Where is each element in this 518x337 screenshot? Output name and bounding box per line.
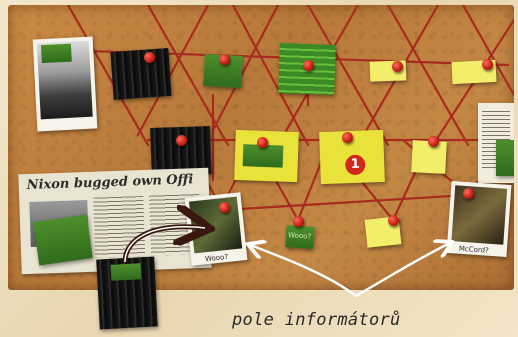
number-badge: 1 <box>344 154 366 176</box>
photo-card-bottom-right[interactable]: McCord? <box>446 180 512 258</box>
photo-label: McCord? <box>458 244 490 255</box>
pushpin <box>342 132 353 143</box>
pushpin <box>428 136 439 147</box>
pushpin <box>303 60 314 71</box>
sepia-photo <box>451 185 508 245</box>
green-sticker <box>110 263 142 281</box>
newspaper-column <box>93 196 146 258</box>
redacted-card-bottom[interactable] <box>96 256 158 330</box>
pushpin <box>257 137 268 148</box>
pushpin <box>392 61 403 72</box>
pushpin <box>388 215 399 226</box>
green-card-bottom[interactable]: Wooo? <box>285 225 315 249</box>
pushpin <box>176 135 187 146</box>
photo-card-bottom-middle[interactable]: Wooo? <box>184 192 248 266</box>
pushpin <box>482 59 493 70</box>
dark-photo <box>188 196 243 254</box>
photo-card-man[interactable] <box>32 36 98 132</box>
green-sticker <box>40 43 72 64</box>
green-card-right[interactable] <box>496 140 514 176</box>
green-note-on-newspaper[interactable] <box>33 214 93 266</box>
pushpin <box>463 188 474 199</box>
photo-label: Wooo? <box>204 252 229 264</box>
card-label: Wooo? <box>287 231 312 241</box>
redacted-card-top-left[interactable] <box>110 48 172 100</box>
cork-board: 1 Nixon bugged own Offi Wooo? Wooo? McCo… <box>8 5 514 290</box>
newspaper-headline: Nixon bugged own Offi <box>26 172 194 194</box>
caption-text: pole informátorů <box>232 310 401 330</box>
pushpin <box>144 52 155 63</box>
pushpin <box>219 54 230 65</box>
pushpin <box>293 216 304 227</box>
pushpin <box>219 202 230 213</box>
